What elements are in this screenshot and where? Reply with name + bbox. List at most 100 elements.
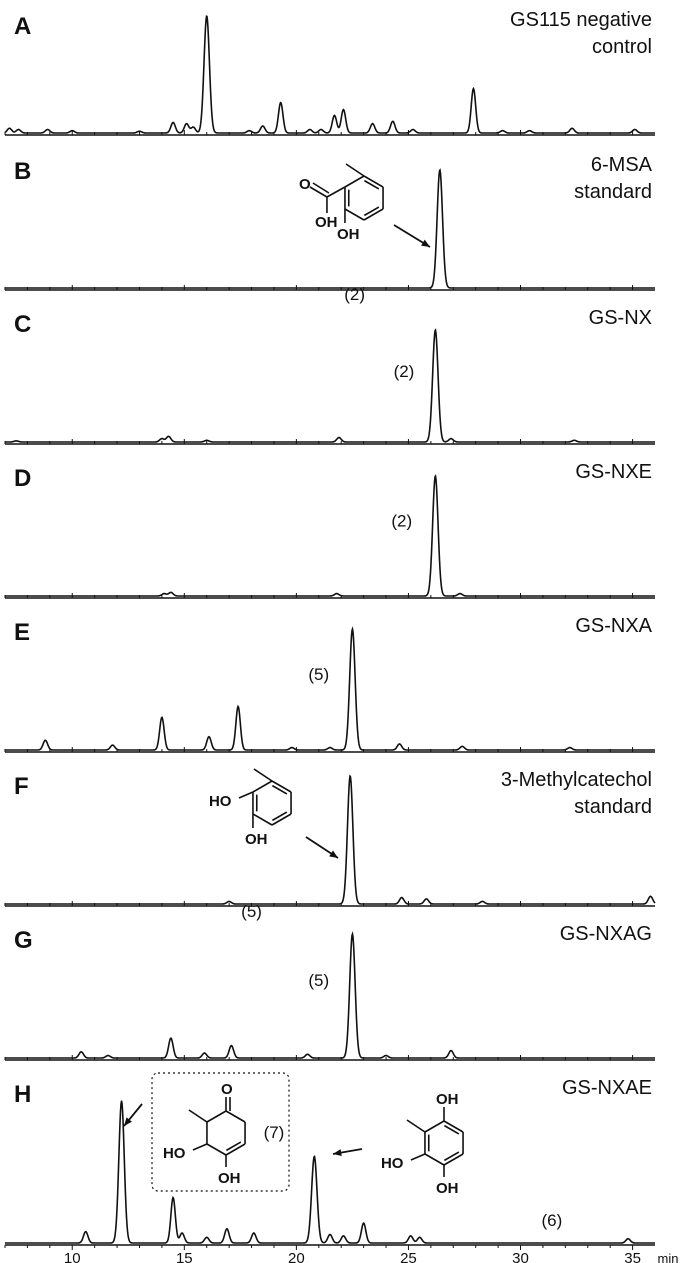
peak-apex xyxy=(206,15,208,17)
chromatogram-trace xyxy=(5,930,655,1059)
peak-apex xyxy=(434,475,436,477)
peak-apex xyxy=(351,933,353,935)
bond xyxy=(363,175,384,188)
bond xyxy=(312,182,330,194)
peak-apex xyxy=(170,591,172,594)
peak-apex xyxy=(307,1053,309,1055)
peak-apex xyxy=(226,1228,228,1230)
compound-label: (5) xyxy=(308,665,329,684)
peak-apex xyxy=(186,123,188,125)
chromatogram-trace xyxy=(5,774,656,905)
atom-label: OH xyxy=(337,226,360,243)
peak-apex xyxy=(528,130,531,132)
peak-apex xyxy=(291,747,293,749)
atom-label: OH xyxy=(436,1091,459,1108)
chromatogram-trace xyxy=(4,15,655,134)
panel-letter: C xyxy=(14,311,31,338)
peak-apex xyxy=(237,705,239,708)
panel-letter: A xyxy=(14,13,31,40)
methyl-bond xyxy=(188,1109,208,1123)
panel-title: GS-NXE xyxy=(575,461,652,483)
peak-apex xyxy=(419,1236,421,1238)
panel-title: control xyxy=(592,36,652,58)
peak-apex xyxy=(172,121,174,124)
panel-letter: H xyxy=(14,1081,31,1108)
compound-label: (2) xyxy=(344,285,365,304)
panel-a: A GS115 negative control xyxy=(4,9,655,136)
peak-apex xyxy=(228,900,230,903)
bond xyxy=(443,1151,460,1162)
structure-box xyxy=(151,1072,290,1192)
peak-apex xyxy=(161,716,163,718)
peak-apex xyxy=(253,1232,255,1234)
peak-apex xyxy=(262,125,264,127)
x-unit-label: min xyxy=(658,1251,679,1263)
panel-title: GS115 negative xyxy=(510,9,652,31)
atom-label: HO xyxy=(381,1155,404,1172)
peak-apex xyxy=(170,1037,172,1039)
peak-apex xyxy=(230,1045,232,1047)
methyl-bond xyxy=(345,163,365,177)
panel-letter: B xyxy=(14,158,31,185)
x-tick-label: 15 xyxy=(176,1250,193,1263)
peak-apex xyxy=(459,593,461,595)
peak-apex xyxy=(163,593,165,595)
panel-title: GS-NXA xyxy=(575,615,652,637)
chromatogram-trace xyxy=(5,626,655,751)
peak-apex xyxy=(342,109,344,111)
peak-apex xyxy=(107,1054,109,1057)
bond xyxy=(206,1110,227,1123)
methyl-bond xyxy=(253,768,273,782)
bond xyxy=(225,1110,246,1123)
bond xyxy=(443,1124,460,1135)
peak-apex xyxy=(206,1236,208,1238)
chromatogram-trace xyxy=(5,328,655,443)
compound-label: (2) xyxy=(394,362,415,381)
peak-apex xyxy=(248,130,250,132)
peak-apex xyxy=(472,87,474,90)
peak-apex xyxy=(80,1051,82,1053)
x-tick-label: 10 xyxy=(64,1250,81,1263)
peak-apex xyxy=(342,1235,344,1237)
atom-label: OH xyxy=(218,1170,241,1187)
peak-apex xyxy=(385,1054,387,1057)
peak-apex xyxy=(121,1100,123,1102)
peak-apex xyxy=(634,128,636,131)
x-tick-label: 35 xyxy=(624,1250,641,1263)
peak-apex xyxy=(44,739,46,741)
peak-apex xyxy=(571,127,573,129)
peak-apex xyxy=(320,128,322,131)
chromatogram-trace xyxy=(5,473,655,597)
panel-title: 6-MSA xyxy=(591,154,653,176)
bond xyxy=(271,813,292,826)
x-tick-label: 20 xyxy=(288,1250,305,1263)
atom-label: HO xyxy=(209,793,232,810)
bond xyxy=(344,175,365,188)
peak-apex xyxy=(172,1197,174,1199)
panel-title: standard xyxy=(574,181,652,203)
peak-apex xyxy=(481,900,483,903)
bond xyxy=(363,208,384,221)
peak-apex xyxy=(410,1235,412,1237)
peak-apex xyxy=(313,1155,315,1157)
atom-label: OH xyxy=(315,214,338,231)
peak-apex xyxy=(351,628,353,630)
panel-letter: G xyxy=(14,927,33,954)
peak-apex xyxy=(112,744,114,746)
arrow-head xyxy=(124,1117,132,1126)
peak-apex xyxy=(649,895,652,897)
bond xyxy=(326,186,346,198)
peak-apex xyxy=(181,1232,183,1234)
compound-label: (2) xyxy=(391,511,412,530)
bond xyxy=(225,1141,242,1152)
peak-apex xyxy=(425,898,427,900)
peak-apex xyxy=(203,1052,206,1054)
bond xyxy=(424,1120,445,1133)
arrow-head xyxy=(333,1149,342,1157)
arrow-head xyxy=(329,850,338,858)
panel-title: 3-Methylcatechol xyxy=(501,769,652,791)
